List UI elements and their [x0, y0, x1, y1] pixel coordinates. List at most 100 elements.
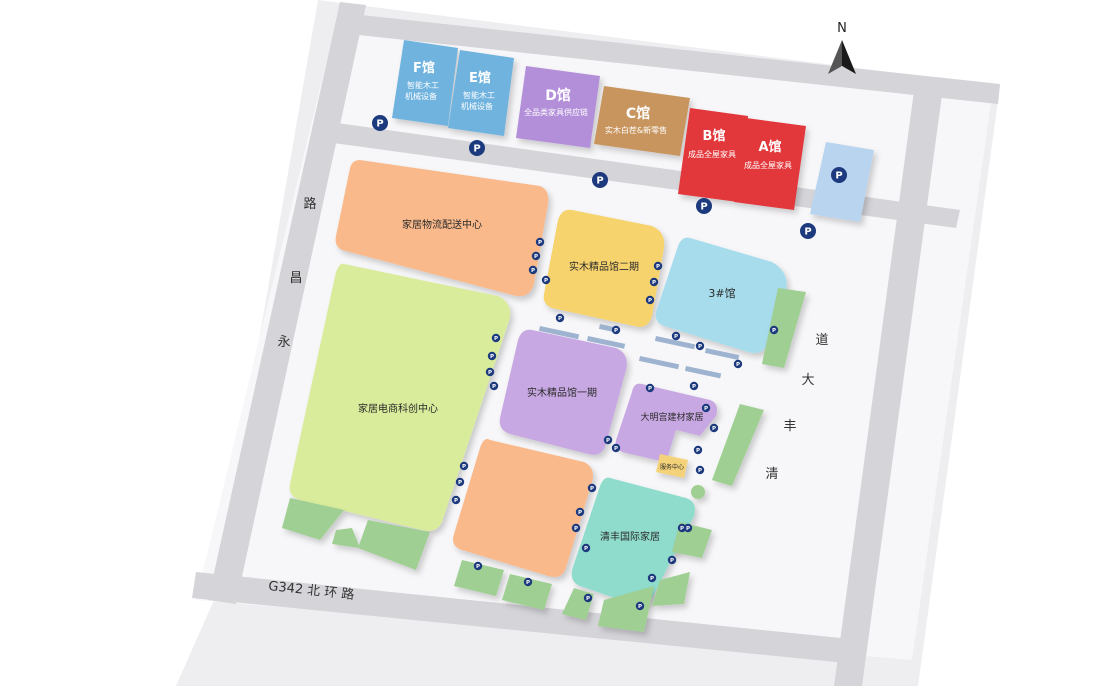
parking-marker-small-11[interactable]: P	[733, 359, 743, 369]
parking-label: P	[492, 384, 496, 390]
parking-marker-small-32[interactable]: P	[677, 523, 687, 533]
building-orange-lower[interactable]	[453, 439, 593, 577]
parking-marker-small-17[interactable]: P	[603, 435, 613, 445]
parking-icon	[769, 325, 779, 335]
building-daminggong[interactable]: 大明宫建材家居	[615, 383, 718, 461]
parking-marker-0[interactable]: P	[372, 115, 388, 131]
parking-label: P	[835, 171, 842, 182]
parking-marker-small-9[interactable]: P	[671, 331, 681, 341]
parking-marker-small-3[interactable]: P	[541, 275, 551, 285]
parking-marker-small-4[interactable]: P	[653, 261, 663, 271]
parking-marker-small-30[interactable]: P	[571, 523, 581, 533]
building-qingfeng[interactable]: 清丰国际家居	[571, 477, 695, 606]
parking-icon	[528, 265, 538, 275]
hall-E[interactable]: E馆 智能木工 机械设备	[448, 50, 514, 136]
lawn-s-4	[598, 586, 654, 632]
parking-marker-small-6[interactable]: P	[645, 295, 655, 305]
parking-label: P	[670, 558, 674, 564]
building-service[interactable]: 服务中心	[656, 454, 688, 478]
parking-icon	[491, 333, 501, 343]
parking-marker-small-5[interactable]: P	[649, 277, 659, 287]
parking-icon	[645, 295, 655, 305]
building-logistics[interactable]: 家居物流配送中心	[335, 160, 549, 297]
parking-marker-small-38[interactable]: P	[583, 593, 593, 603]
parking-icon	[535, 237, 545, 247]
compass-label: N	[837, 21, 847, 36]
hall-D-sub1: 全品类家具供应链	[524, 107, 588, 117]
road-label-qingfeng-1: 清	[765, 467, 778, 482]
parking-marker-small-21[interactable]: P	[701, 403, 711, 413]
parking-marker-small-20[interactable]: P	[689, 381, 699, 391]
parking-marker-4[interactable]: P	[800, 223, 816, 239]
parking-marker-small-13[interactable]: P	[491, 333, 501, 343]
parking-label: P	[704, 406, 708, 412]
parking-label: P	[772, 328, 776, 334]
parking-marker-small-12[interactable]: P	[769, 325, 779, 335]
hall-E-name: E馆	[469, 70, 491, 86]
parking-marker-small-37[interactable]: P	[523, 577, 533, 587]
parking-marker-small-15[interactable]: P	[485, 367, 495, 377]
parking-marker-small-27[interactable]: P	[451, 495, 461, 505]
parking-marker-5[interactable]: P	[831, 167, 847, 183]
qingfeng-label: 清丰国际家居	[600, 530, 660, 543]
hall-D[interactable]: D馆 全品类家具供应链	[516, 66, 600, 148]
compass: N	[828, 21, 856, 74]
parking-icon	[485, 367, 495, 377]
parking-icon	[800, 223, 816, 239]
parking-icon	[541, 275, 551, 285]
parking-marker-small-22[interactable]: P	[709, 423, 719, 433]
parking-marker-small-31[interactable]: P	[581, 543, 591, 553]
parking-icon	[473, 561, 483, 571]
hall-F[interactable]: F馆 智能木工 机械设备	[392, 40, 458, 126]
lawn-sw-3	[358, 520, 430, 570]
parking-label: P	[596, 176, 603, 187]
parking-marker-small-29[interactable]: P	[575, 507, 585, 517]
solid-wood-2-label: 实木精品馆二期	[569, 260, 639, 273]
parking-marker-small-26[interactable]: P	[455, 477, 465, 487]
parking-marker-small-35[interactable]: P	[683, 523, 693, 533]
parking-label: P	[698, 468, 702, 474]
parking-marker-small-18[interactable]: P	[611, 443, 621, 453]
parking-marker-small-10[interactable]: P	[695, 341, 705, 351]
parking-marker-small-19[interactable]: P	[645, 383, 655, 393]
parking-marker-small-33[interactable]: P	[667, 555, 677, 565]
parking-marker-1[interactable]: P	[469, 140, 485, 156]
parking-marker-small-28[interactable]: P	[587, 483, 597, 493]
parking-marker-small-23[interactable]: P	[693, 445, 703, 455]
building-solid-wood-1[interactable]: 实木精品馆一期	[499, 329, 627, 455]
parking-label: P	[696, 448, 700, 454]
parking-marker-small-0[interactable]: P	[535, 237, 545, 247]
hall-B-sub1: 成品全屋家具	[688, 149, 736, 159]
building-ecommerce[interactable]: 家居电商科创中心	[289, 263, 511, 531]
parking-icon	[709, 423, 719, 433]
hall-A[interactable]: A馆 成品全屋家具	[734, 118, 806, 210]
ecommerce-label: 家居电商科创中心	[358, 402, 438, 415]
parking-label: P	[692, 384, 696, 390]
parking-marker-small-24[interactable]: P	[695, 465, 705, 475]
lawn-sw-2	[332, 528, 360, 548]
parking-marker-3[interactable]: P	[696, 198, 712, 214]
building-solid-wood-2[interactable]: 实木精品馆二期	[543, 209, 665, 327]
parking-label: P	[473, 144, 480, 155]
parking-marker-small-36[interactable]: P	[473, 561, 483, 571]
building-hall3[interactable]: 3#馆	[655, 237, 787, 353]
hall-B[interactable]: B馆 成品全屋家具	[678, 108, 748, 202]
parking-icon	[575, 507, 585, 517]
parking-label: P	[578, 510, 582, 516]
hall-C[interactable]: C馆 实木白茬&新零售	[594, 86, 690, 156]
parking-marker-small-7[interactable]: P	[555, 313, 565, 323]
lawn-east-1	[762, 288, 806, 368]
parking-markers: P P P P P P	[372, 115, 847, 239]
parking-marker-small-34[interactable]: P	[647, 573, 657, 583]
parking-marker-2[interactable]: P	[592, 172, 608, 188]
parking-marker-small-39[interactable]: P	[635, 601, 645, 611]
parking-label: P	[574, 526, 578, 532]
parking-marker-small-2[interactable]: P	[528, 265, 538, 275]
parking-marker-small-14[interactable]: P	[487, 351, 497, 361]
parking-marker-small-8[interactable]: P	[611, 325, 621, 335]
parking-marker-small-25[interactable]: P	[459, 461, 469, 471]
parking-label: P	[686, 526, 690, 532]
parking-icon	[667, 555, 677, 565]
parking-marker-small-16[interactable]: P	[489, 381, 499, 391]
parking-marker-small-1[interactable]: P	[531, 251, 541, 261]
